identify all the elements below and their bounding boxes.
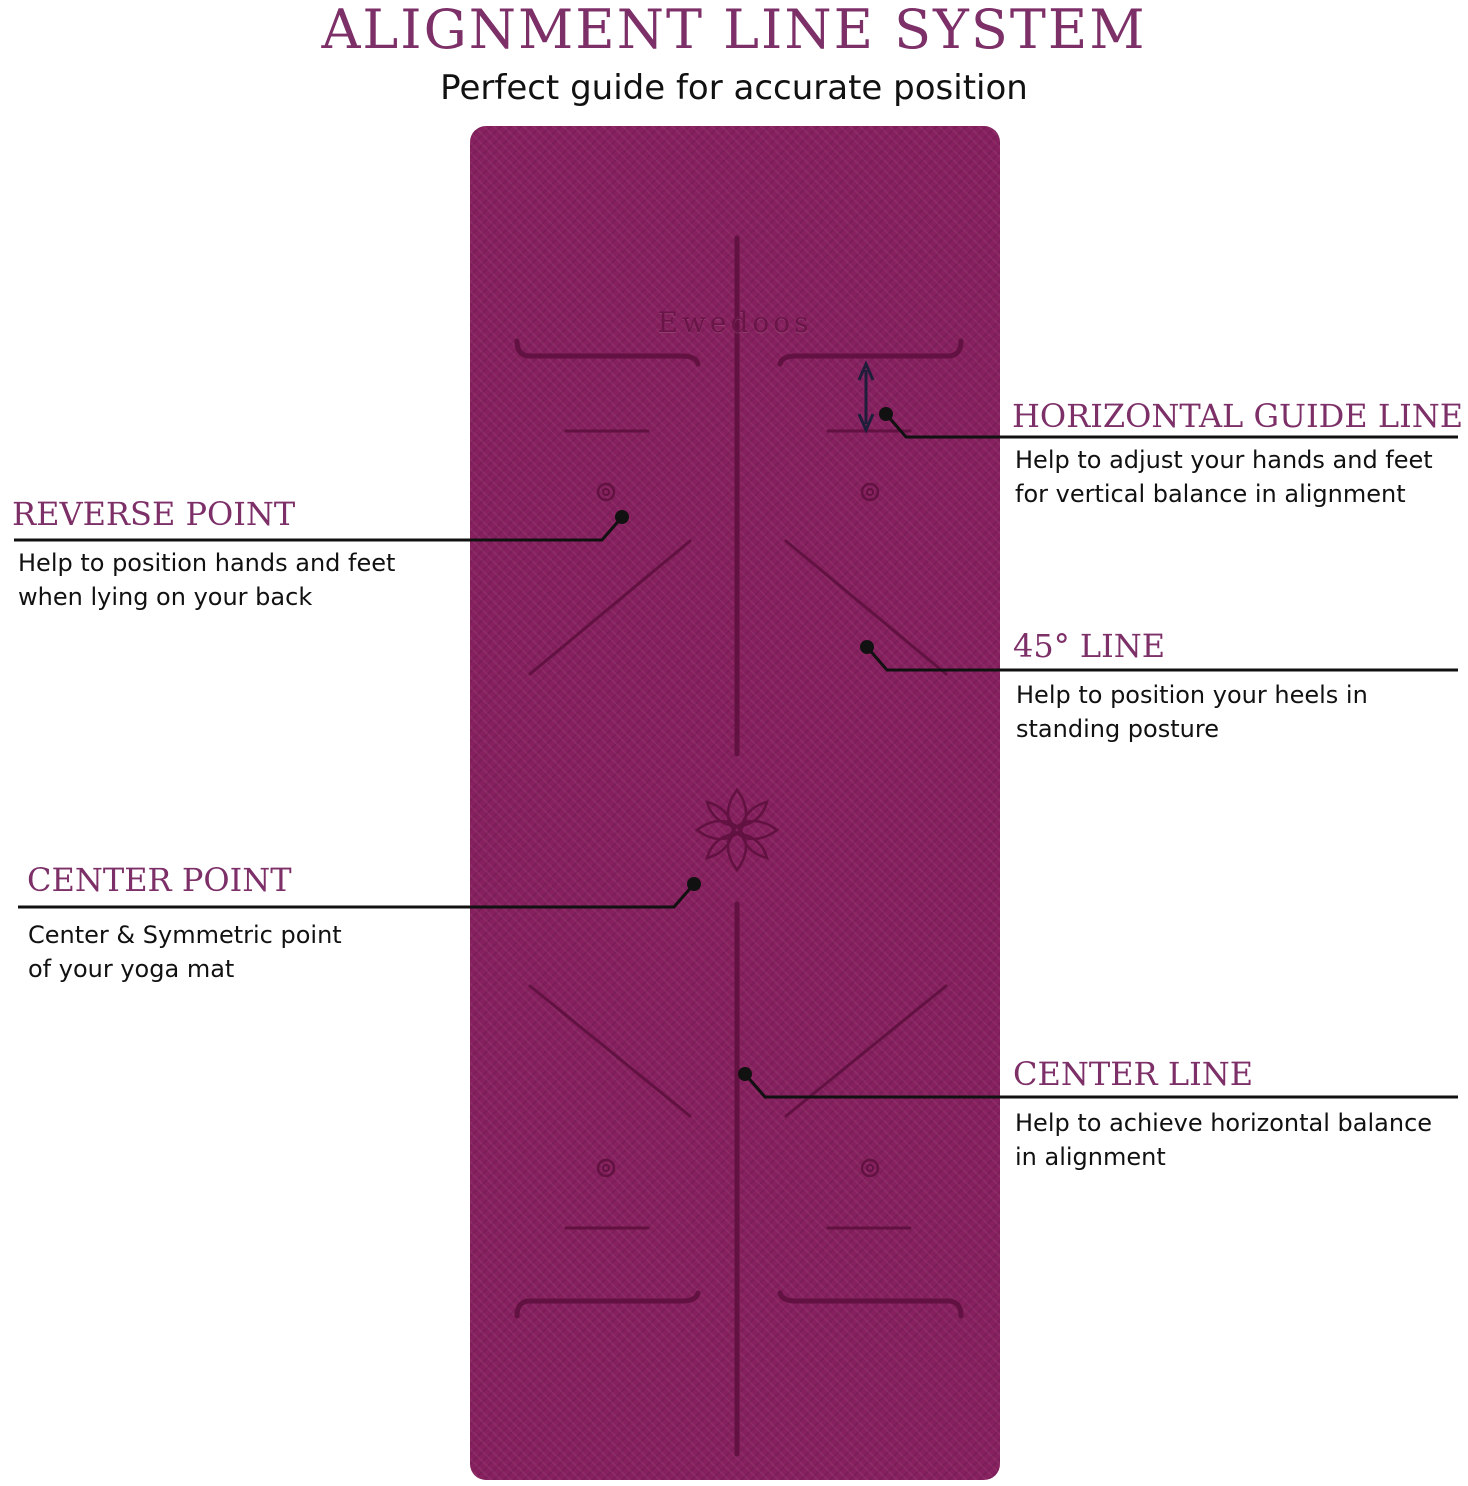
reverse-point-top-right	[860, 482, 880, 502]
diag-upper-right	[784, 539, 948, 676]
measure-arrow-head-bottom	[857, 413, 875, 434]
reverse-point-bottom-left	[596, 1158, 616, 1178]
lotus-icon	[694, 787, 780, 873]
dot-center-line	[738, 1067, 752, 1081]
callout-title-reverse-point: REVERSE POINT	[12, 495, 296, 533]
bottom-left-foot-line	[514, 1290, 701, 1319]
callout-title-center-point: CENTER POINT	[27, 861, 292, 899]
leader-center-line	[743, 1073, 1458, 1099]
mat-brand-logo: Ewedoos	[657, 306, 813, 339]
dot-45-line	[860, 640, 874, 654]
callout-desc-reverse-point-2: when lying on your back	[18, 583, 313, 611]
leader-center-point	[18, 883, 696, 909]
dot-center-point	[687, 877, 701, 891]
callout-desc-45-line-2: standing posture	[1016, 715, 1219, 743]
callout-desc-reverse-point-1: Help to position hands and feet	[18, 549, 396, 577]
callout-desc-45-line-1: Help to position your heels in	[1016, 681, 1368, 709]
callout-title-horizontal-guide-line: HORIZONTAL GUIDE LINE	[1012, 397, 1464, 435]
mat-alignment-lines	[514, 235, 964, 1457]
yoga-mat-illustration: Ewedoos	[470, 126, 1000, 1480]
callout-desc-horizontal-guide-line-1: Help to adjust your hands and feet	[1015, 446, 1433, 474]
callout-title-45-line: 45° LINE	[1013, 627, 1166, 665]
dot-reverse-point	[615, 510, 629, 524]
diag-lower-left	[528, 984, 692, 1118]
leader-horizontal-guide	[884, 413, 1458, 439]
dot-horizontal-guide	[879, 407, 893, 421]
callout-desc-center-point-1: Center & Symmetric point	[28, 921, 342, 949]
diag-lower-right	[784, 984, 948, 1118]
page-subtitle: Perfect guide for accurate position	[440, 68, 1028, 108]
callout-desc-center-line-2: in alignment	[1015, 1143, 1166, 1171]
leader-45-line	[865, 646, 1458, 672]
bottom-right-foot-line	[777, 1290, 964, 1319]
callout-desc-center-point-2: of your yoga mat	[28, 955, 235, 983]
callout-desc-center-line-1: Help to achieve horizontal balance	[1015, 1109, 1433, 1137]
top-left-hand-line	[514, 338, 701, 367]
callout-title-center-line: CENTER LINE	[1013, 1055, 1254, 1093]
page-title: ALIGNMENT LINE SYSTEM	[321, 0, 1147, 61]
leader-reverse-point	[14, 516, 624, 542]
top-right-hand-line	[777, 338, 964, 367]
measure-arrow-head-top	[857, 360, 875, 381]
reverse-point-bottom-right	[860, 1158, 880, 1178]
callout-desc-horizontal-guide-line-2: for vertical balance in alignment	[1015, 480, 1406, 508]
diag-upper-left	[528, 539, 692, 676]
reverse-point-top-left	[596, 482, 616, 502]
